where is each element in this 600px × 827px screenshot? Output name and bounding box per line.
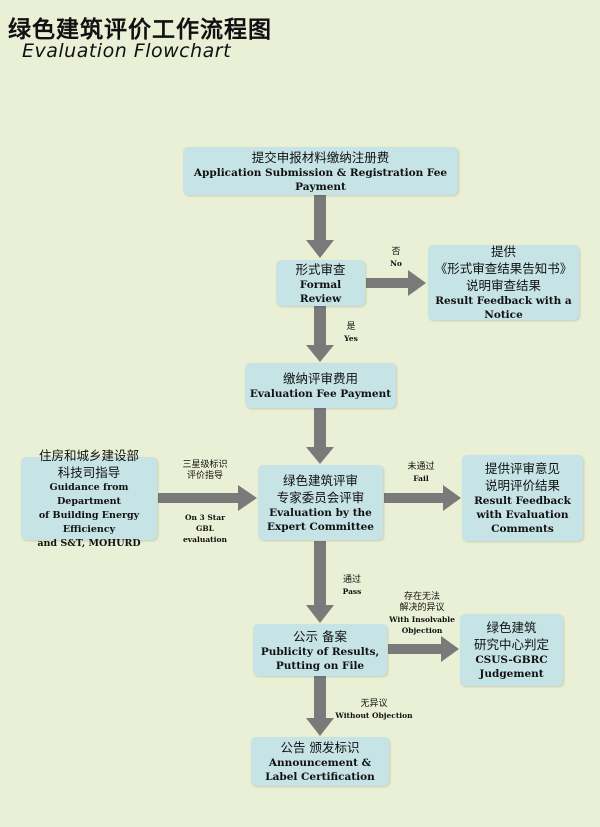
gbrc-box: 绿色建筑 研究中心判定 CSUS-GBRC Judgement	[460, 614, 563, 686]
mohurd-en-3: and S&T, MOHURD	[37, 537, 141, 549]
label-three-star-en-1: On 3 Star	[184, 513, 226, 522]
fee-cn: 缴纳评审费用	[282, 371, 358, 386]
application-cn: 提交申报材料缴纳注册费	[251, 149, 390, 165]
feedback-box: 提供评审意见 说明评价结果 Result Feedback with Evalu…	[462, 455, 583, 541]
committee-en-2: Expert Committee	[267, 520, 374, 533]
fee-box: 缴纳评审费用 Evaluation Fee Payment	[245, 363, 396, 408]
label-fail: 未通过 Fail	[398, 462, 444, 484]
label-three-star-cn: 三星级标识 评价指导	[172, 460, 238, 482]
notice-en: Result Feedback with a Notice	[435, 295, 572, 321]
arrow-application-to-formal	[306, 195, 334, 258]
mohurd-cn-2: 科技司指导	[57, 464, 121, 480]
label-three-star-en: On 3 Star GBL evaluation	[172, 512, 238, 545]
publicity-en-2: Putting on File	[275, 659, 365, 672]
arrow-committee-to-publicity	[306, 541, 334, 623]
arrow-formal-to-notice	[366, 270, 426, 296]
arrow-fee-to-committee	[306, 408, 334, 464]
application-box: 提交申报材料缴纳注册费 Application Submission & Reg…	[183, 147, 458, 195]
notice-cn-1: 提供	[490, 244, 516, 259]
committee-cn-1: 绿色建筑评审	[282, 472, 358, 488]
committee-cn-2: 专家委员会评审	[276, 489, 365, 505]
publicity-cn: 公示 备案	[293, 628, 347, 644]
label-objection-en-2: Objection	[401, 626, 443, 635]
label-yes-cn: 是	[346, 322, 356, 332]
arrow-publicity-to-gbrc	[388, 636, 459, 662]
committee-en-1: Evaluation by the	[269, 506, 372, 519]
label-no-objection: 无异议 Without Objection	[334, 699, 414, 721]
formal-review-en: Formal Review	[299, 278, 342, 305]
mohurd-cn-1: 住房和城乡建设部	[38, 447, 139, 463]
notice-cn-2: 《形式审查结果告知书》	[434, 261, 573, 276]
arrow-committee-to-feedback	[384, 485, 461, 511]
label-yes: 是 Yes	[336, 322, 366, 344]
label-three-star-cn-1: 三星级标识	[182, 460, 228, 470]
label-objection-cn-2: 解决的异议	[399, 603, 445, 613]
feedback-en-1: Result Feedback	[474, 495, 571, 507]
arrow-formal-to-fee	[306, 306, 334, 362]
publicity-box: 公示 备案 Publicity of Results, Putting on F…	[253, 624, 387, 676]
label-pass-en: Pass	[342, 587, 362, 596]
notice-cn-3: 说明审查结果	[465, 278, 541, 293]
label-three-star-en-3: evaluation	[183, 535, 227, 544]
label-no-objection-en: Without Objection	[335, 711, 413, 720]
label-yes-en: Yes	[344, 334, 358, 343]
gbrc-cn-2: 研究中心判定	[473, 637, 549, 652]
fee-en: Evaluation Fee Payment	[249, 388, 392, 400]
label-no-objection-cn: 无异议	[360, 699, 388, 709]
committee-box: 绿色建筑评审 专家委员会评审 Evaluation by the Expert …	[258, 465, 383, 540]
formal-review-cn: 形式审查	[295, 261, 346, 277]
mohurd-en-1: Guidance from Department	[49, 481, 129, 507]
label-pass: 通过 Pass	[334, 575, 370, 597]
feedback-cn-1: 提供评审意见	[484, 461, 560, 476]
notice-box: 提供 《形式审查结果告知书》 说明审查结果 Result Feedback wi…	[428, 244, 579, 321]
mohurd-box: 住房和城乡建设部 科技司指导 Guidance from Department …	[21, 448, 157, 549]
label-fail-cn: 未通过	[407, 462, 435, 472]
feedback-en-2: with Evaluation	[476, 509, 569, 521]
application-en: Application Submission & Registration Fe…	[193, 166, 448, 193]
label-fail-en: Fail	[413, 474, 429, 483]
feedback-en-3: Comments	[491, 523, 554, 535]
label-no-en: No	[390, 259, 402, 268]
gbrc-cn-1: 绿色建筑	[486, 620, 537, 635]
label-objection: 存在无法 解决的异议 With Insolvable Objection	[386, 592, 458, 636]
mohurd-en-2: of Building Energy Efficiency	[38, 509, 140, 535]
announcement-en-2: Label Certification	[265, 771, 375, 783]
gbrc-en-1: CSUS-GBRC	[475, 654, 548, 666]
label-pass-cn: 通过	[342, 575, 361, 585]
arrow-publicity-to-announcement	[306, 676, 334, 736]
chart-title: 绿色建筑评价工作流程图	[8, 17, 272, 43]
arrow-mohurd-to-committee	[158, 485, 257, 511]
announcement-box: 公告 颁发标识 Announcement & Label Certificati…	[251, 737, 389, 786]
label-three-star-cn-2: 评价指导	[186, 471, 223, 481]
announcement-cn: 公告 颁发标识	[280, 740, 360, 755]
publicity-en-1: Publicity of Results,	[260, 645, 380, 658]
formal-review-box: 形式审查 Formal Review	[276, 260, 365, 306]
label-objection-cn-1: 存在无法	[403, 592, 440, 602]
chart-subtitle: Evaluation Flowchart	[22, 40, 232, 62]
announcement-en-1: Announcement &	[268, 757, 372, 769]
label-three-star-en-2: GBL	[195, 524, 215, 533]
label-no-cn: 否	[391, 247, 401, 257]
label-no: 否 No	[380, 247, 412, 269]
feedback-cn-2: 说明评价结果	[484, 478, 560, 493]
label-objection-en-1: With Insolvable	[389, 615, 455, 624]
gbrc-en-2: Judgement	[479, 668, 544, 680]
